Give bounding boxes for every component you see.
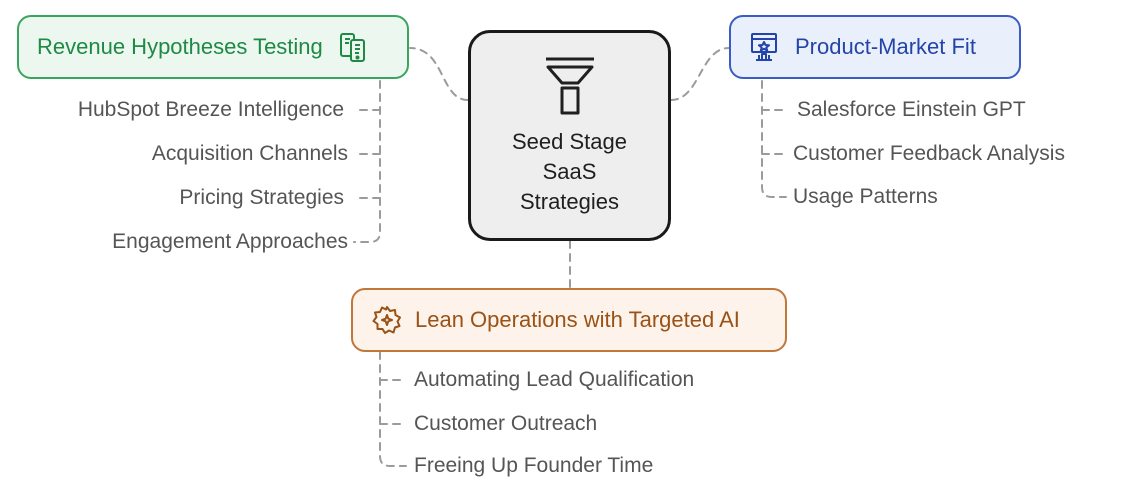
connector-revenue-trunk [353, 80, 381, 243]
branch-revenue-hypotheses: Revenue Hypotheses Testing [17, 15, 409, 79]
list-item: Acquisition Channels [151, 142, 348, 165]
branch-revenue-label: Revenue Hypotheses Testing [37, 34, 323, 59]
connector-lean-trunk [379, 351, 407, 467]
center-title: Seed Stage SaaS Strategies [512, 127, 627, 217]
center-title-line: SaaS [542, 158, 597, 184]
connector-center-pmf [670, 47, 730, 101]
connector-center-revenue [409, 47, 469, 101]
sparkle-gear-icon [371, 304, 403, 336]
mobile-devices-icon [337, 31, 369, 63]
list-item: Freeing Up Founder Time [414, 454, 654, 477]
center-title-line: Strategies [519, 188, 620, 214]
branch-pmf-label: Product-Market Fit [795, 34, 976, 59]
list-item: Salesforce Einstein GPT [797, 98, 1026, 121]
funnel-icon [545, 57, 594, 114]
connector-pmf-trunk [761, 80, 787, 198]
list-item: Automating Lead Qualification [414, 368, 695, 391]
center-title-line: Seed Stage [512, 128, 627, 154]
center-node: Seed Stage SaaS Strategies [468, 30, 671, 241]
branch-lean-operations: Lean Operations with Targeted AI [351, 288, 787, 352]
list-item: HubSpot Breeze Intelligence [77, 98, 344, 121]
list-item: Customer Outreach [414, 412, 598, 435]
branch-product-market-fit: Product-Market Fit [729, 15, 1021, 79]
list-item: Customer Feedback Analysis [793, 142, 1065, 165]
list-item: Pricing Strategies [179, 186, 344, 209]
list-item: Usage Patterns [793, 185, 938, 208]
list-item: Engagement Approaches [112, 230, 348, 253]
presentation-board-icon [749, 31, 781, 63]
branch-lean-label: Lean Operations with Targeted AI [415, 307, 740, 332]
